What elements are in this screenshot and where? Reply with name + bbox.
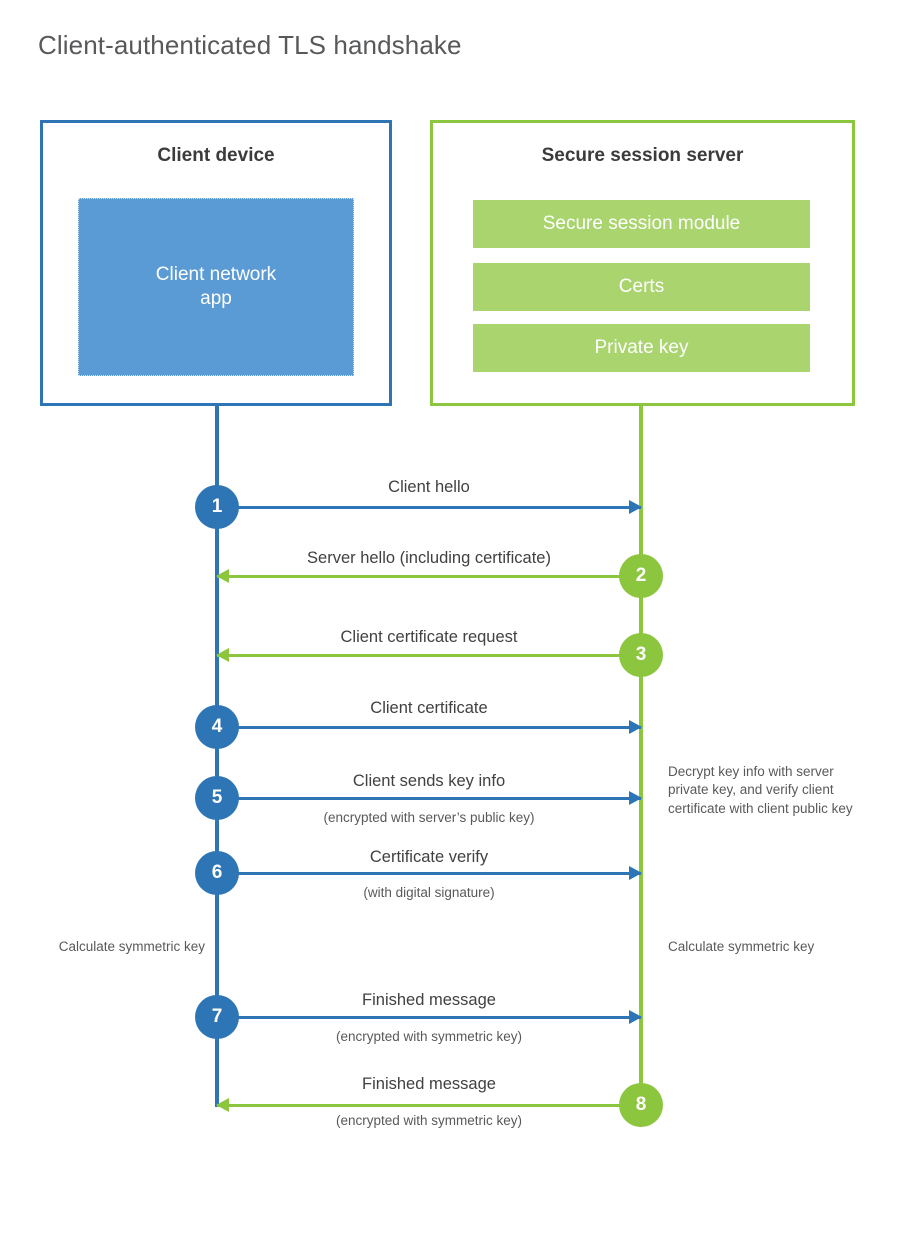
arrow-head-left-icon [216,648,229,662]
message-sub-5: (encrypted with server’s public key) [323,810,535,825]
step-circle-3[interactable]: 3 [619,633,663,677]
arrow-head-right-icon [629,866,642,880]
server-component-private-key: Private key [473,324,810,372]
server-component-certs: Certs [473,263,810,311]
message-arrow-8 [216,1098,641,1112]
arrow-head-left-icon [216,569,229,583]
message-arrow-6 [217,866,642,880]
message-label-4: Client certificate [370,699,488,717]
step-circle-2[interactable]: 2 [619,554,663,598]
annotation-client-calculate-symmetric-key: Calculate symmetric key [58,939,205,954]
message-label-8: Finished message [362,1075,496,1093]
message-arrow-1 [217,500,642,514]
step-circle-1[interactable]: 1 [195,485,239,529]
step-circle-7[interactable]: 7 [195,995,239,1039]
message-arrow-5 [217,791,642,805]
message-label-1: Client hello [388,478,470,496]
message-label-6: Certificate verify [369,848,489,866]
annotation-server-calculate-symmetric-key: Calculate symmetric key [668,939,815,954]
client-device-box: Client device Client network app [40,120,392,406]
arrow-head-right-icon [629,720,642,734]
message-arrow-4 [217,720,642,734]
client-device-title: Client device [157,145,275,166]
step-circle-4[interactable]: 4 [195,705,239,749]
message-label-5: Client sends key info [352,772,506,790]
server-component-secure-session-module: Secure session module [473,200,810,248]
step-circle-5[interactable]: 5 [195,776,239,820]
annotation-server-decrypt: Decrypt key info with server private key… [668,764,853,816]
arrow-head-left-icon [216,1098,229,1112]
arrow-head-right-icon [629,791,642,805]
arrow-head-right-icon [629,500,642,514]
step-circle-6[interactable]: 6 [195,851,239,895]
message-label-3: Client certificate request [340,628,518,646]
secure-session-server-title: Secure session server [541,145,744,166]
client-network-app-block: Client network app [78,198,354,376]
message-arrow-3 [216,648,641,662]
message-arrow-2 [216,569,641,583]
message-arrow-7 [217,1010,642,1024]
arrow-head-right-icon [629,1010,642,1024]
secure-session-server-box: Secure session server Secure session mod… [430,120,855,406]
message-sub-8: (encrypted with symmetric key) [335,1113,523,1128]
page-title: Client-authenticated TLS handshake [38,30,462,60]
step-circle-8[interactable]: 8 [619,1083,663,1127]
message-sub-7: (encrypted with symmetric key) [335,1029,523,1044]
message-label-7: Finished message [362,991,496,1009]
message-sub-6: (with digital signature) [363,885,495,900]
server-lifeline [639,403,643,1107]
client-lifeline [215,403,219,1107]
message-label-2: Server hello (including certificate) [307,549,551,567]
